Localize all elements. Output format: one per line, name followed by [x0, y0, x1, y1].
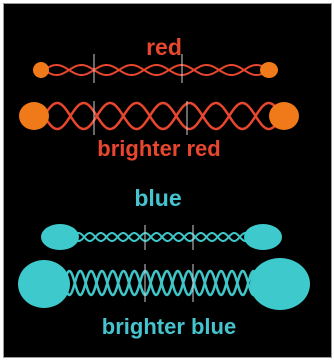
label-red: red: [146, 34, 182, 60]
blue-string-left-ball: [41, 224, 79, 250]
brighter-red-string: [19, 101, 299, 135]
brighter-blue-string-right-ball: [250, 258, 310, 310]
label-brighter-red: brighter red: [97, 136, 220, 161]
red-string-left-ball: [33, 62, 49, 78]
brighter-red-string-right-ball: [269, 102, 299, 130]
label-blue: blue: [134, 185, 181, 211]
brighter-red-string-strand-b: [44, 103, 282, 129]
brighter-red-string-left-ball: [19, 102, 49, 130]
red-string-right-ball: [260, 62, 278, 78]
brighter-blue-string: [18, 258, 310, 310]
wave-diagram: red brighter red blue brighter blue: [4, 4, 331, 357]
diagram-canvas: red brighter red blue brighter blue: [3, 3, 332, 358]
brighter-red-string-strand-a: [44, 103, 282, 129]
blue-string: [41, 224, 282, 250]
brighter-blue-string-left-ball: [18, 260, 70, 308]
label-brighter-blue: brighter blue: [102, 314, 236, 339]
blue-string-right-ball: [244, 224, 282, 250]
